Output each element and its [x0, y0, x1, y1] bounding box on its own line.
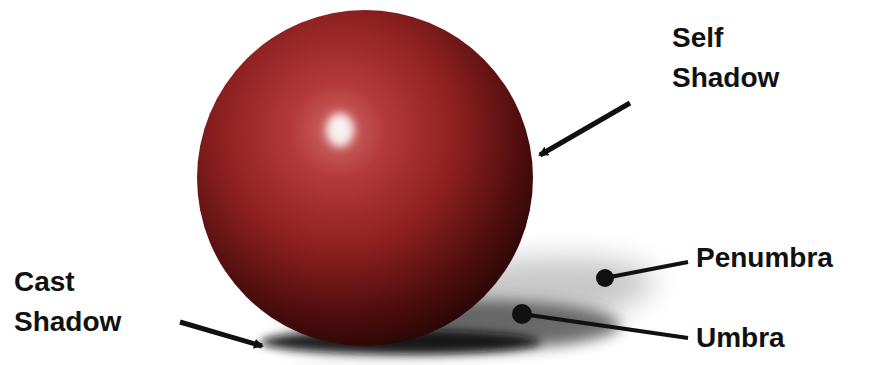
cast-shadow-label: Cast Shadow	[14, 262, 139, 342]
penumbra-label: Penumbra	[696, 238, 833, 278]
self-shadow-label: Self Shadow	[672, 18, 797, 98]
leader-arrow	[180, 322, 262, 346]
leader-arrow	[540, 103, 630, 155]
umbra-label: Umbra	[696, 318, 785, 358]
red-sphere	[197, 10, 533, 346]
leader-line	[522, 314, 688, 338]
leader-line	[605, 262, 688, 278]
leader-dot	[512, 304, 532, 324]
leader-dot	[596, 269, 614, 287]
specular-highlight	[326, 113, 354, 147]
